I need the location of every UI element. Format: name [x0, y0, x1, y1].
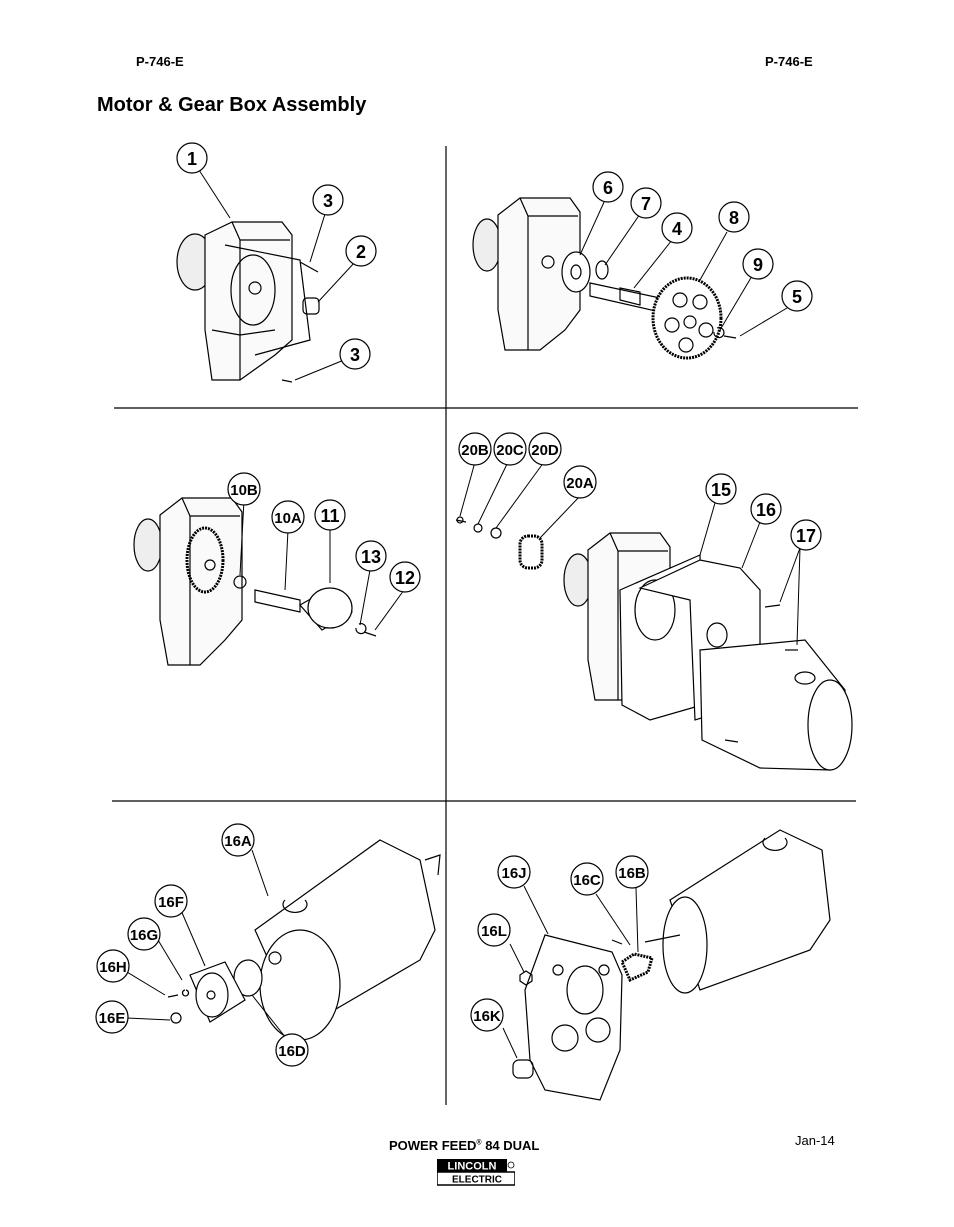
- motor-plate-drawing: [512, 829, 831, 1101]
- callout-16c: 16C: [570, 862, 604, 896]
- callout-17: 17: [790, 519, 822, 551]
- svg-text:6: 6: [603, 178, 613, 198]
- svg-text:20D: 20D: [531, 442, 559, 459]
- gearbox-housing-drawing: [176, 221, 320, 383]
- svg-text:10B: 10B: [230, 482, 258, 499]
- svg-text:5: 5: [792, 287, 802, 307]
- callout-1: 1: [176, 142, 208, 174]
- page-title: Motor & Gear Box Assembly: [97, 94, 367, 116]
- callout-6: 6: [592, 171, 624, 203]
- callout-11: 11: [314, 499, 346, 531]
- product-suffix: 84 DUAL: [481, 1138, 540, 1153]
- svg-text:16H: 16H: [99, 959, 127, 976]
- product-name: POWER FEED: [389, 1138, 477, 1153]
- lincoln-electric-logo: LINCOLN ELECTRIC: [437, 1159, 515, 1186]
- motor-gearbox-drawing: [455, 516, 853, 771]
- gear-shaft-drawing: [472, 197, 737, 360]
- callout-20c: 20C: [493, 432, 527, 466]
- svg-text:8: 8: [729, 208, 739, 228]
- callout-16: 16: [750, 493, 782, 525]
- callout-16e: 16E: [95, 1000, 129, 1034]
- svg-text:16B: 16B: [618, 865, 646, 882]
- logo-top-text: LINCOLN: [448, 1161, 497, 1173]
- footer-date: Jan-14: [795, 1133, 835, 1148]
- callout-16j: 16J: [497, 855, 531, 889]
- svg-text:3: 3: [323, 191, 333, 211]
- panel4-leaders: [459, 461, 801, 646]
- svg-text:2: 2: [356, 242, 366, 262]
- svg-text:17: 17: [796, 526, 816, 546]
- callout-16h: 16H: [96, 949, 130, 983]
- callout-15: 15: [705, 473, 737, 505]
- callout-2: 2: [345, 235, 377, 267]
- svg-text:16E: 16E: [99, 1010, 126, 1027]
- callout-4: 4: [661, 212, 693, 244]
- document-code-right: P-746-E: [765, 54, 813, 69]
- svg-text:1: 1: [187, 149, 197, 169]
- svg-text:16F: 16F: [158, 894, 184, 911]
- callout-10a: 10A: [271, 500, 305, 534]
- callout-16a: 16A: [221, 823, 255, 857]
- callout-20b: 20B: [458, 432, 492, 466]
- logo-bottom-text: ELECTRIC: [452, 1175, 502, 1186]
- document-code-left: P-746-E: [136, 54, 184, 69]
- panel6-leaders: [502, 885, 639, 1059]
- motor-exploded-drawing: [167, 839, 441, 1041]
- svg-text:9: 9: [753, 255, 763, 275]
- svg-text:4: 4: [672, 219, 682, 239]
- drum-assembly-drawing: [133, 497, 377, 666]
- svg-text:10A: 10A: [274, 510, 302, 527]
- svg-text:13: 13: [361, 547, 381, 567]
- callout-13: 13: [355, 540, 387, 572]
- callout-8: 8: [718, 201, 750, 233]
- callout-9: 9: [742, 248, 774, 280]
- svg-text:15: 15: [711, 480, 731, 500]
- svg-text:20A: 20A: [566, 475, 594, 492]
- panel2-leaders: [579, 199, 788, 337]
- callout-16l: 16L: [477, 913, 511, 947]
- callout-20a: 20A: [563, 465, 597, 499]
- callout-labels: 1 3 2 3 6 7 4 8 9 5 10B 10A 11 13 12 20B…: [95, 142, 822, 1067]
- callout-16d: 16D: [275, 1033, 309, 1067]
- panel5-leaders: [126, 849, 287, 1039]
- callout-10b: 10B: [227, 472, 261, 506]
- svg-text:16D: 16D: [278, 1043, 306, 1060]
- callout-5: 5: [781, 280, 813, 312]
- panel3-leaders: [239, 499, 405, 631]
- svg-text:7: 7: [641, 194, 651, 214]
- panel-dividers: [112, 146, 858, 1105]
- callout-12: 12: [389, 561, 421, 593]
- callout-3-bottom: 3: [339, 338, 371, 370]
- svg-text:16K: 16K: [473, 1008, 501, 1025]
- callout-7: 7: [630, 187, 662, 219]
- callout-20d: 20D: [528, 432, 562, 466]
- svg-text:11: 11: [320, 506, 339, 526]
- callout-16f: 16F: [154, 884, 188, 918]
- svg-text:16: 16: [756, 500, 776, 520]
- svg-text:16L: 16L: [481, 923, 507, 940]
- footer-product-name: POWER FEED® 84 DUAL: [389, 1138, 539, 1153]
- svg-text:16G: 16G: [130, 927, 158, 944]
- callout-16g: 16G: [127, 917, 161, 951]
- svg-text:12: 12: [395, 568, 415, 588]
- svg-text:3: 3: [350, 345, 360, 365]
- svg-text:20C: 20C: [496, 442, 524, 459]
- svg-text:16C: 16C: [573, 872, 601, 889]
- svg-text:20B: 20B: [461, 442, 489, 459]
- svg-text:16J: 16J: [501, 865, 526, 882]
- panel1-leaders: [198, 169, 356, 381]
- callout-16k: 16K: [470, 998, 504, 1032]
- callout-16b: 16B: [615, 855, 649, 889]
- svg-text:16A: 16A: [224, 833, 252, 850]
- registered-mark: ®: [476, 1139, 482, 1147]
- callout-3-top: 3: [312, 184, 344, 216]
